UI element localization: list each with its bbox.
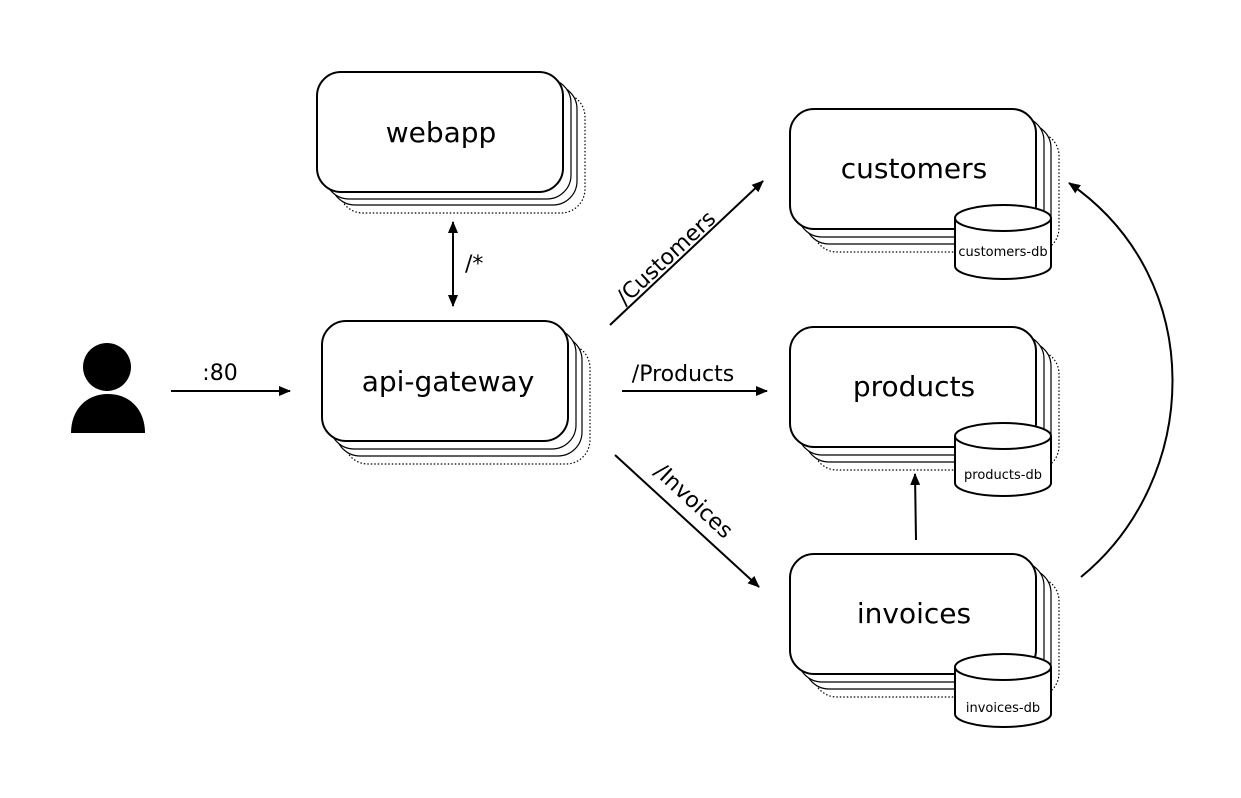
invoices-to-customers-arrow — [1068, 182, 1174, 578]
api-gateway-label: api-gateway — [362, 365, 535, 398]
invoices-service: invoices — [789, 553, 1060, 698]
customers-label: customers — [841, 152, 987, 185]
webapp-label: webapp — [386, 116, 497, 149]
port-80-label: :80 — [202, 361, 237, 386]
customers-db: customers-db — [954, 204, 1052, 280]
api-gateway-service: api-gateway — [321, 320, 591, 465]
products-label: products — [853, 370, 975, 403]
user-icon — [71, 343, 145, 433]
webapp-service: webapp — [316, 71, 586, 214]
invoices-label: invoices — [857, 597, 971, 630]
products-db: products-db — [954, 422, 1052, 497]
customers-route-label: /Customers — [612, 206, 721, 310]
invoices-to-products-arrow — [910, 473, 921, 541]
products-db-label: products-db — [964, 468, 1042, 483]
products-route-label: /Products — [632, 362, 734, 387]
invoices-route-arrow — [614, 454, 760, 588]
customers-db-label: customers-db — [958, 245, 1047, 260]
wildcard-route-label: /* — [465, 252, 483, 277]
invoices-db: invoices-db — [954, 653, 1052, 728]
customers-route-arrow — [609, 180, 764, 326]
invoices-db-label: invoices-db — [966, 701, 1040, 716]
invoices-route-label: /Invoices — [649, 459, 737, 544]
